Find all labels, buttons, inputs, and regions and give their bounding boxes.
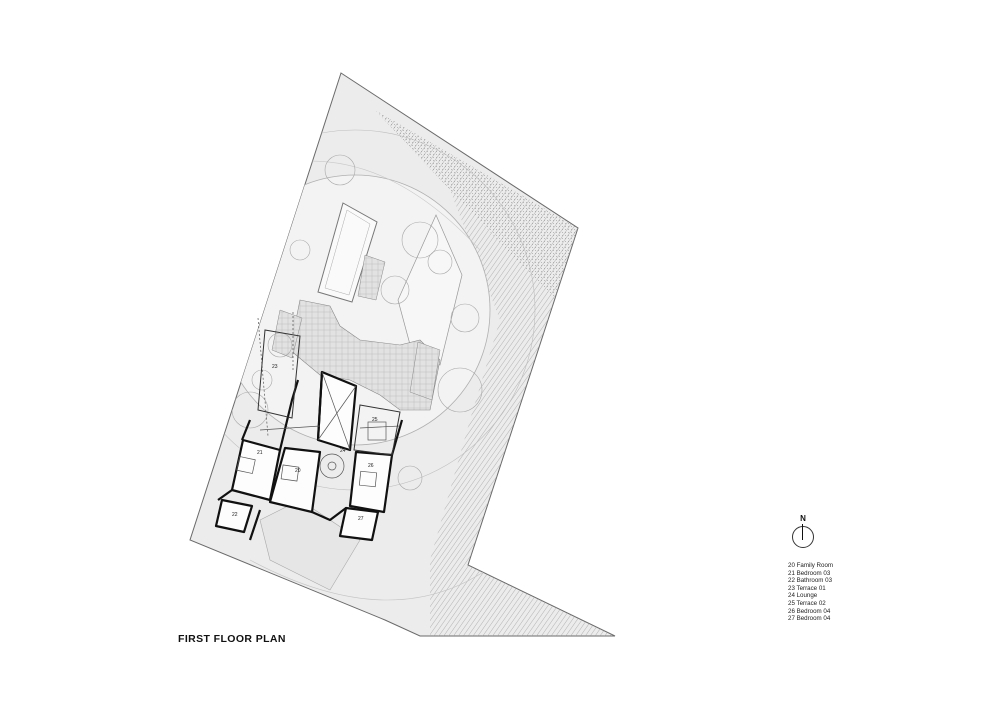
legend-item: 23 Terrace 01 <box>788 584 826 592</box>
room-label-24: 24 <box>340 448 346 454</box>
room-label-25: 25 <box>372 417 378 423</box>
legend-item: 20 Family Room <box>788 562 834 569</box>
room-label-23: 23 <box>272 364 278 370</box>
room-label-26: 26 <box>368 463 374 469</box>
building-walls <box>214 370 394 542</box>
north-needle-icon <box>802 524 803 540</box>
room-legend: 20 Family Room 21 Bedroom 03 22 Bathroom… <box>788 562 833 623</box>
legend-item: 22 Bathroom 03 <box>788 577 833 585</box>
room-label-20: 20 <box>295 468 301 474</box>
legend-item: 24 Lounge <box>788 592 818 600</box>
drawing-title: FIRST FLOOR PLAN <box>178 633 286 645</box>
room-26-bedroom-04 <box>348 450 394 514</box>
room-22-bathroom-03 <box>214 498 254 534</box>
room-label-27: 27 <box>358 516 364 522</box>
legend-item: 26 Bedroom 04 <box>788 607 831 615</box>
room-24-lounge <box>316 370 358 452</box>
room-label-21: 21 <box>257 450 263 456</box>
room-label-22: 22 <box>232 512 238 518</box>
room-27-bedroom-04 <box>338 506 380 542</box>
north-label: N <box>800 514 806 523</box>
legend-item: 27 Bedroom 04 <box>788 615 831 623</box>
legend-item: 25 Terrace 02 <box>788 599 826 607</box>
legend-item: 21 Bedroom 03 <box>788 569 831 577</box>
north-circle-icon <box>792 526 814 548</box>
pool <box>317 202 378 303</box>
north-arrow: N <box>788 514 818 564</box>
